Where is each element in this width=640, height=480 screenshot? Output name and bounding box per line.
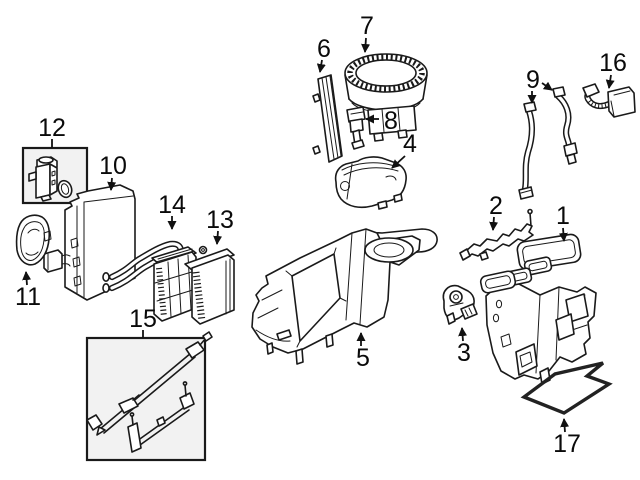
callout-17-label[interactable]: 17 xyxy=(553,430,581,458)
callout-8-label[interactable]: 8 xyxy=(384,107,398,135)
callout-16-arrow xyxy=(605,74,615,89)
callout-14: 14 xyxy=(158,191,186,230)
callout-14-label[interactable]: 14 xyxy=(158,191,186,219)
part-15-control-rods-drawing xyxy=(85,331,213,462)
callout-17-arrow xyxy=(560,418,570,433)
part-3-actuator-drawing xyxy=(442,284,478,325)
callout-10-label[interactable]: 10 xyxy=(99,152,127,180)
part-6-heater-element-drawing xyxy=(312,74,343,163)
callout-8: 8 xyxy=(365,107,398,135)
part-11-cover-drawing xyxy=(15,214,52,266)
callout-4-label[interactable]: 4 xyxy=(403,130,417,158)
callout-5: 5 xyxy=(356,332,370,372)
part-5-lower-housing-drawing xyxy=(251,228,438,365)
part-7-blower-motor-drawing xyxy=(344,53,428,142)
callout-6-label[interactable]: 6 xyxy=(317,35,331,63)
callout-13: 13 xyxy=(206,206,234,245)
part-16-connector-drawing xyxy=(582,83,636,118)
part-17-seal-drawing xyxy=(520,361,613,415)
callout-4: 4 xyxy=(391,130,417,169)
callout-3-label[interactable]: 3 xyxy=(457,339,471,367)
callout-3: 3 xyxy=(457,327,471,367)
callout-11-arrow xyxy=(22,271,32,286)
part-13-heater-core-drawing xyxy=(184,245,235,325)
callout-1-arrow xyxy=(558,227,568,242)
callout-17: 17 xyxy=(553,418,581,458)
part-12-expansion-valve-drawing xyxy=(21,146,89,205)
callout-2: 2 xyxy=(489,192,503,231)
part-4-duct-drawing xyxy=(334,156,407,210)
callout-7: 7 xyxy=(360,12,374,53)
callout-12-label[interactable]: 12 xyxy=(38,114,66,142)
callout-10: 10 xyxy=(99,152,127,191)
callout-11: 11 xyxy=(15,271,41,311)
callout-9-arrow-right xyxy=(541,81,553,91)
part-9-drain-hoses-drawing xyxy=(518,86,578,200)
callout-16-label[interactable]: 16 xyxy=(599,49,627,77)
callout-1: 1 xyxy=(556,202,570,242)
callout-7-label[interactable]: 7 xyxy=(360,12,374,40)
part-1-upper-housing-drawing xyxy=(479,233,597,385)
callout-15-label[interactable]: 15 xyxy=(129,305,157,333)
callout-9: 9 xyxy=(526,66,553,104)
callout-13-label[interactable]: 13 xyxy=(206,206,234,234)
part-2-bracket-drawing xyxy=(459,208,534,261)
callout-2-label[interactable]: 2 xyxy=(489,192,503,220)
callout-5-label[interactable]: 5 xyxy=(356,344,370,372)
callout-10-arrow xyxy=(107,177,117,191)
callout-1-label[interactable]: 1 xyxy=(556,202,570,230)
part-8-resistor-drawing xyxy=(346,106,366,150)
callout-3-arrow xyxy=(458,327,468,342)
callout-11-label[interactable]: 11 xyxy=(15,283,41,311)
callout-13-arrow xyxy=(213,230,223,245)
callout-15: 15 xyxy=(129,305,157,338)
callout-16: 16 xyxy=(599,49,627,89)
callout-4-arrow xyxy=(391,155,406,169)
callout-9-label[interactable]: 9 xyxy=(526,66,540,94)
callout-2-arrow xyxy=(489,216,499,231)
callout-6: 6 xyxy=(316,35,331,73)
callout-7-arrow xyxy=(361,37,371,53)
callout-6-arrow xyxy=(316,59,326,73)
callout-12: 12 xyxy=(38,114,66,148)
